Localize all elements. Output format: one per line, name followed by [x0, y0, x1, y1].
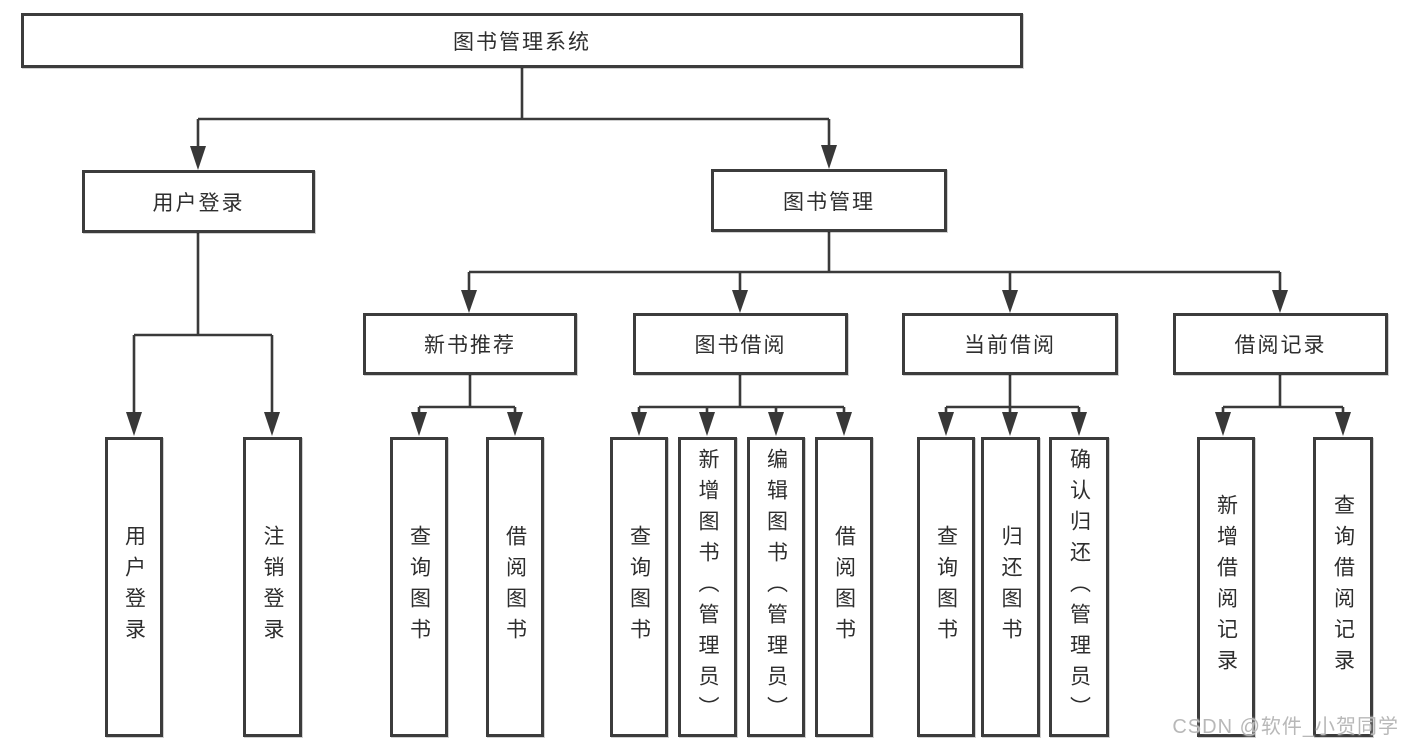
leaf-add-books-admin-label: 新增图书（管理员）	[696, 447, 719, 727]
leaf-query-borrow-record: 查询借阅记录	[1313, 437, 1373, 737]
node-current-borrow-label: 当前借阅	[964, 334, 1056, 357]
node-user-login-label: 用户登录	[152, 191, 245, 215]
leaf-return-books-label: 归还图书	[999, 525, 1022, 649]
node-new-book-recommend-label: 新书推荐	[424, 334, 516, 357]
leaf-confirm-return-admin: 确认归还（管理员）	[1049, 437, 1109, 737]
csdn-watermark: CSDN @软件_小贺同学	[1172, 716, 1399, 738]
node-root: 图书管理系统	[21, 13, 1023, 68]
node-new-book-recommend: 新书推荐	[363, 313, 577, 375]
node-book-borrow: 图书借阅	[633, 313, 848, 375]
leaf-query-borrow-record-label: 查询借阅记录	[1331, 494, 1355, 680]
leaf-user-login-label: 用户登录	[122, 525, 146, 649]
leaf-recommend-query-books: 查询图书	[390, 437, 448, 737]
leaf-confirm-return-admin-label: 确认归还（管理员）	[1067, 447, 1091, 727]
node-user-login: 用户登录	[82, 170, 315, 233]
node-book-management-label: 图书管理	[783, 190, 875, 214]
leaf-recommend-borrow-books: 借阅图书	[486, 437, 544, 737]
leaf-borrow-books: 借阅图书	[815, 437, 873, 737]
leaf-logout-label: 注销登录	[261, 525, 284, 649]
leaf-recommend-query-books-label: 查询图书	[407, 525, 431, 649]
leaf-edit-books-admin: 编辑图书（管理员）	[747, 437, 805, 737]
node-root-label: 图书管理系统	[453, 30, 591, 54]
node-current-borrow: 当前借阅	[902, 313, 1118, 375]
node-book-borrow-label: 图书借阅	[694, 334, 787, 357]
leaf-add-borrow-record: 新增借阅记录	[1197, 437, 1255, 737]
leaf-borrow-books-label: 借阅图书	[832, 525, 856, 649]
leaf-user-login: 用户登录	[105, 437, 163, 737]
node-borrow-records-label: 借阅记录	[1234, 334, 1327, 357]
node-borrow-records: 借阅记录	[1173, 313, 1388, 375]
leaf-current-query-books-label: 查询图书	[934, 525, 958, 649]
leaf-borrow-query-books: 查询图书	[610, 437, 668, 737]
leaf-logout: 注销登录	[243, 437, 302, 737]
leaf-add-books-admin: 新增图书（管理员）	[678, 437, 737, 737]
arrowheads	[126, 145, 1351, 436]
leaf-current-query-books: 查询图书	[917, 437, 975, 737]
node-book-management: 图书管理	[711, 169, 947, 232]
leaf-add-borrow-record-label: 新增借阅记录	[1214, 494, 1238, 680]
leaf-borrow-query-books-label: 查询图书	[627, 525, 651, 649]
leaf-recommend-borrow-books-label: 借阅图书	[503, 525, 527, 649]
leaf-edit-books-admin-label: 编辑图书（管理员）	[764, 447, 788, 727]
leaf-return-books: 归还图书	[981, 437, 1040, 737]
